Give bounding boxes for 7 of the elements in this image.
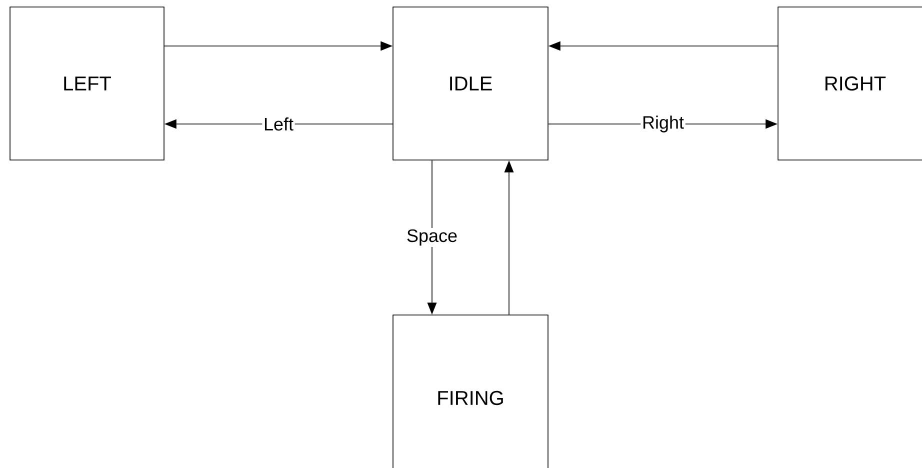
state-box: FIRING	[392, 314, 548, 468]
state-box: LEFT	[10, 6, 164, 160]
edge-label: Right	[640, 114, 686, 134]
edge-label: Space	[405, 228, 459, 247]
state-box: IDLE	[392, 6, 548, 160]
edge-label: Left	[262, 116, 295, 132]
state-box: RIGHT	[778, 6, 922, 160]
